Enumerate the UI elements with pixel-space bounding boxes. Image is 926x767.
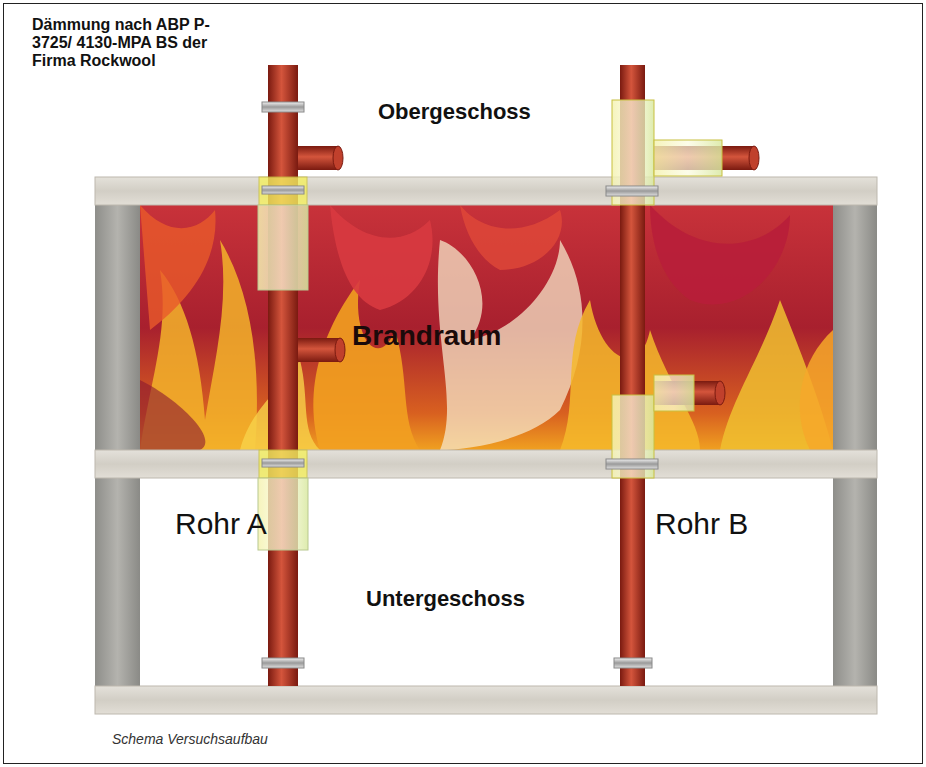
floor-label: Obergeschoss [378, 99, 531, 125]
floor-slabs [95, 177, 877, 714]
fire-room [140, 205, 833, 450]
diagram-caption: Schema Versuchsaufbau [112, 731, 268, 747]
diagram-title: Dämmung nach ABP P-3725/ 4130-MPA BS der… [32, 16, 222, 70]
frame [4, 4, 923, 764]
walls [95, 205, 877, 686]
pipe-b [606, 65, 759, 686]
pipe-label: Rohr B [655, 507, 748, 541]
room-label: Brandraum [352, 320, 501, 352]
pipe-a [258, 65, 345, 686]
floor-label: Untergeschoss [366, 586, 525, 612]
pipe-label: Rohr A [175, 507, 267, 541]
